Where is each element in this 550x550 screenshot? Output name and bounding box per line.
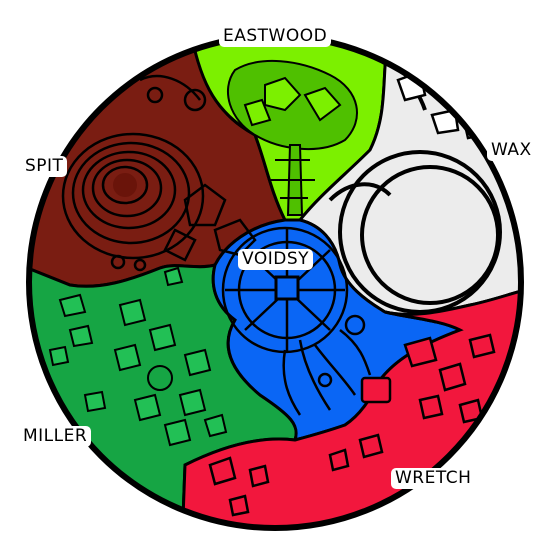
spit-swirl [61,74,257,272]
wax-rings [328,58,502,314]
wretch-blobs [208,333,496,517]
label-miller: MILLER [19,426,92,447]
voidsy-core [274,275,300,301]
label-voidsy: VOIDSY [238,249,313,270]
label-wretch: WRETCH [391,468,476,489]
label-spit: SPIT [21,156,68,177]
label-wax: WAX [487,140,536,161]
miller-cells [48,266,228,447]
voidsy-roots [282,314,372,416]
spit-core [113,173,137,197]
label-eastwood: EASTWOOD [219,26,332,47]
eastwood-texture [226,60,358,216]
